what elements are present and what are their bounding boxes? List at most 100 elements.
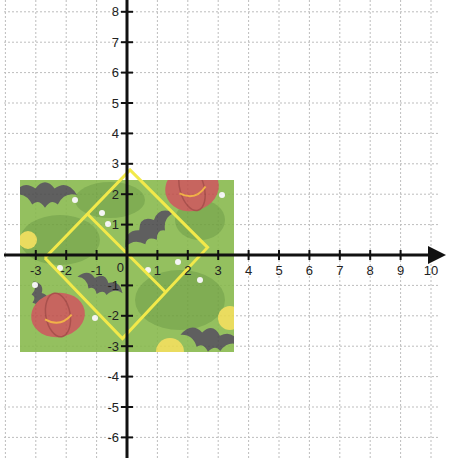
white-dot: [99, 210, 105, 216]
y-tick-label: -6: [107, 430, 119, 445]
grid-line: [4, 255, 440, 256]
white-dot: [72, 197, 78, 203]
yellow-spot: [156, 338, 184, 352]
x-tick-label: 3: [215, 263, 222, 278]
x-tick: [248, 250, 250, 260]
y-tick: [121, 345, 133, 347]
y-tick: [121, 11, 133, 13]
grid-line: [4, 103, 440, 104]
x-tick: [430, 250, 432, 260]
grid-line: [4, 437, 440, 438]
x-tick: [308, 250, 310, 260]
y-tick: [121, 406, 133, 408]
ground-blotch: [20, 215, 100, 265]
x-tick-label: 2: [184, 263, 191, 278]
y-tick: [121, 41, 133, 43]
white-dot: [219, 192, 225, 198]
grid-line: [339, 0, 340, 458]
grid-line: [309, 0, 310, 458]
axes: [4, 0, 446, 458]
y-tick-label: 7: [112, 35, 119, 50]
pumpkin: [28, 289, 89, 342]
pumpkin: [160, 180, 224, 217]
y-tick: [121, 163, 133, 165]
y-tick-label: -5: [107, 400, 119, 415]
y-tick-label: 1: [112, 217, 119, 232]
y-tick: [121, 436, 133, 438]
grid-line: [4, 42, 440, 43]
y-axis: [126, 0, 129, 458]
grid-line: [127, 0, 128, 458]
bat-shape: [20, 182, 77, 208]
grid-line: [370, 0, 371, 458]
y-tick: [121, 102, 133, 104]
white-dot: [105, 221, 111, 227]
pumpkin-rib: [42, 291, 74, 339]
grid: [4, 0, 440, 458]
x-tick-label: 8: [367, 263, 374, 278]
y-tick-label: -3: [107, 339, 119, 354]
pumpkin-body: [160, 180, 224, 217]
x-tick: [400, 250, 402, 260]
y-tick: [121, 132, 133, 134]
x-tick-label: 1: [154, 263, 161, 278]
x-tick-label: 5: [275, 263, 282, 278]
grid-line: [5, 0, 6, 458]
grid-line: [4, 133, 440, 134]
pumpkin-face: [179, 186, 207, 199]
x-tick-label: 0: [117, 260, 124, 275]
y-tick: [121, 193, 133, 195]
white-dot: [175, 259, 181, 265]
x-tick-label: -2: [60, 263, 72, 278]
white-dot: [92, 315, 98, 321]
x-tick: [65, 250, 67, 260]
x-tick-label: 6: [306, 263, 313, 278]
white-dot: [197, 277, 203, 283]
x-tick: [339, 250, 341, 260]
grid-line: [248, 0, 249, 458]
grid-line: [431, 0, 432, 458]
x-tick: [278, 250, 280, 260]
grid-line: [4, 163, 440, 164]
x-tick-label: -1: [91, 263, 103, 278]
grid-line: [279, 0, 280, 458]
y-tick: [121, 376, 133, 378]
white-dot: [32, 282, 38, 288]
y-tick-label: -2: [107, 308, 119, 323]
y-tick-label: 3: [112, 156, 119, 171]
x-tick: [156, 250, 158, 260]
ground-blotch: [75, 182, 145, 218]
x-tick: [187, 250, 189, 260]
x-tick: [35, 250, 37, 260]
yellow-spot: [218, 306, 234, 330]
y-tick: [121, 284, 133, 286]
x-tick-label: 9: [397, 263, 404, 278]
x-tick: [217, 250, 219, 260]
pumpkin-rib: [174, 180, 209, 213]
pumpkin-face: [45, 315, 73, 325]
y-tick-label: 8: [112, 4, 119, 19]
grid-line: [4, 407, 440, 408]
pumpkin-body: [28, 289, 89, 342]
y-tick: [121, 315, 133, 317]
x-tick-label: 10: [424, 263, 438, 278]
y-tick-label: 2: [112, 187, 119, 202]
x-tick-label: 4: [245, 263, 252, 278]
y-tick-label: -1: [107, 278, 119, 293]
y-tick-label: 4: [112, 126, 119, 141]
yellow-spot: [20, 231, 37, 249]
y-tick: [121, 224, 133, 226]
x-tick: [369, 250, 371, 260]
x-tick-label: 7: [336, 263, 343, 278]
x-tick-label: -3: [30, 263, 42, 278]
y-tick-label: -4: [107, 369, 119, 384]
y-tick-label: 6: [112, 65, 119, 80]
x-axis-arrow: [428, 246, 446, 264]
grid-line: [4, 376, 440, 377]
x-tick: [96, 250, 98, 260]
grid-line: [400, 0, 401, 458]
grid-line: [4, 72, 440, 73]
y-tick: [121, 72, 133, 74]
